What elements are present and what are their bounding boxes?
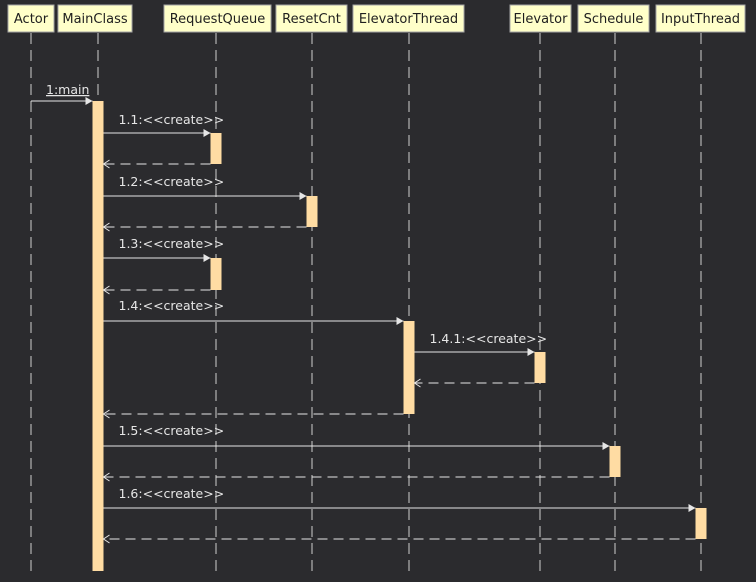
participant-box-schedule	[577, 4, 650, 33]
message-13: 1.6:<<create>>	[103, 486, 696, 512]
participant-label-elevatorthread: ElevatorThread	[359, 12, 458, 27]
participant-label-resetcnt: ResetCnt	[282, 12, 341, 27]
participant-resetcnt: ResetCnt	[275, 4, 348, 33]
participant-actor: Actor	[7, 4, 55, 33]
participant-label-mainclass: MainClass	[62, 12, 127, 27]
open-arrowhead	[102, 534, 110, 544]
participant-box-resetcnt	[275, 4, 348, 33]
open-arrowhead	[102, 222, 110, 232]
participant-schedule: Schedule	[577, 4, 650, 33]
filled-arrowhead	[602, 442, 610, 450]
participant-mainclass: MainClass	[57, 4, 133, 33]
message-5: 1.3:<<create>>	[103, 236, 225, 262]
open-arrowhead	[102, 285, 110, 295]
participant-label-actor: Actor	[14, 12, 49, 27]
message-label: 1:main	[46, 82, 89, 97]
message-label: 1.2:<<create>>	[119, 174, 225, 189]
activation-bar-elevator	[534, 352, 546, 383]
participant-box-elevatorthread	[352, 4, 465, 33]
activation-bar-elevatorthread	[403, 321, 415, 414]
open-arrowhead	[102, 409, 110, 419]
participant-label-schedule: Schedule	[584, 12, 644, 27]
message-11: 1.5:<<create>>	[103, 423, 610, 450]
open-arrowhead	[102, 159, 110, 169]
message-label: 1.4:<<create>>	[119, 298, 225, 313]
message-3: 1.2:<<create>>	[103, 174, 307, 200]
message-12	[102, 472, 610, 482]
participant-label-requestqueue: RequestQueue	[170, 12, 266, 27]
participant-box-requestqueue	[163, 4, 272, 33]
filled-arrowhead	[203, 129, 211, 137]
activation-bar-requestqueue	[210, 258, 222, 290]
filled-arrowhead	[299, 192, 307, 200]
activation-bar-mainclass	[92, 101, 104, 571]
participant-box-inputthread	[655, 4, 746, 33]
message-7: 1.4:<<create>>	[103, 298, 404, 325]
message-label: 1.5:<<create>>	[119, 423, 225, 438]
message-2	[102, 159, 211, 169]
filled-arrowhead	[203, 254, 211, 262]
message-0: 1:main	[31, 82, 93, 105]
message-4	[102, 222, 307, 232]
participant-inputthread: InputThread	[655, 4, 746, 33]
activation-bar-requestqueue	[210, 133, 222, 164]
participant-elevatorthread: ElevatorThread	[352, 4, 465, 33]
participant-requestqueue: RequestQueue	[163, 4, 272, 33]
participant-label-inputthread: InputThread	[661, 12, 740, 27]
message-1: 1.1:<<create>>	[103, 112, 225, 137]
filled-arrowhead	[527, 348, 535, 356]
message-label: 1.4.1:<<create>>	[430, 331, 548, 346]
open-arrowhead	[102, 472, 110, 482]
message-9	[413, 378, 535, 388]
activation-bar-schedule	[609, 446, 621, 477]
message-label: 1.1:<<create>>	[119, 112, 225, 127]
activation-bar-inputthread	[695, 508, 707, 539]
message-6	[102, 285, 211, 295]
message-10	[102, 409, 404, 419]
message-14	[102, 534, 696, 544]
participant-box-elevator	[509, 4, 572, 33]
participant-box-mainclass	[57, 4, 133, 33]
participant-elevator: Elevator	[509, 4, 572, 33]
activation-bar-resetcnt	[306, 196, 318, 227]
message-label: 1.3:<<create>>	[119, 236, 225, 251]
message-8: 1.4.1:<<create>>	[414, 331, 548, 356]
participant-label-elevator: Elevator	[514, 12, 569, 27]
filled-arrowhead	[85, 97, 93, 105]
filled-arrowhead	[688, 504, 696, 512]
participant-box-actor	[7, 4, 55, 33]
filled-arrowhead	[396, 317, 404, 325]
open-arrowhead	[413, 378, 421, 388]
message-label: 1.6:<<create>>	[119, 486, 225, 501]
